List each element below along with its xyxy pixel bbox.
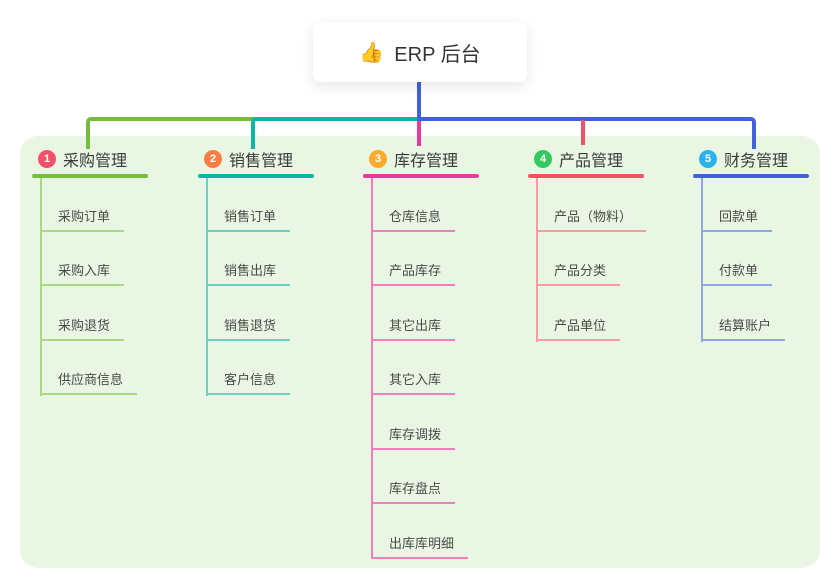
root-connector-line <box>417 80 421 121</box>
branch-title[interactable]: 2 销售管理 <box>204 147 293 171</box>
node-item[interactable]: 客户信息 <box>206 367 291 395</box>
branch-inventory: 3 库存管理 仓库信息 产品库存 其它出库 其它入库 库存调拨 库存盘点 出库库… <box>363 136 528 568</box>
branch-tree-line <box>371 178 373 559</box>
branch-number-badge: 2 <box>204 150 222 168</box>
node-item[interactable]: 采购入库 <box>40 258 125 286</box>
branch-underline <box>693 174 809 178</box>
branch-title[interactable]: 3 库存管理 <box>369 147 458 171</box>
connector-branch5 <box>418 117 756 149</box>
node-item[interactable]: 出库库明细 <box>371 531 469 559</box>
node-item[interactable]: 采购退货 <box>40 313 125 341</box>
node-item[interactable]: 采购订单 <box>40 204 125 232</box>
node-item[interactable]: 仓库信息 <box>371 204 456 232</box>
branch-tree-line <box>40 178 42 396</box>
node-item[interactable]: 销售退货 <box>206 313 291 341</box>
node-item[interactable]: 付款单 <box>701 258 773 286</box>
branch-number-badge: 4 <box>534 150 552 168</box>
connector-branch3 <box>417 121 421 146</box>
branch-underline <box>363 174 479 178</box>
node-item[interactable]: 回款单 <box>701 204 773 232</box>
branches-panel <box>20 136 820 568</box>
connector-branch2 <box>251 117 422 149</box>
node-item[interactable]: 结算账户 <box>701 313 786 341</box>
branch-tree-line <box>206 178 208 396</box>
branch-sales: 2 销售管理 销售订单 销售出库 销售退货 客户信息 <box>198 136 363 568</box>
branch-title[interactable]: 5 财务管理 <box>699 147 788 171</box>
root-title: ERP 后台 <box>394 43 481 66</box>
thumbs-up-icon: 👍 <box>359 41 385 64</box>
branch-title-label: 财务管理 <box>724 153 789 170</box>
node-item[interactable]: 供应商信息 <box>40 367 138 395</box>
node-item[interactable]: 其它出库 <box>371 313 456 341</box>
node-item[interactable]: 销售订单 <box>206 204 291 232</box>
branch-finance: 5 财务管理 回款单 付款单 结算账户 <box>693 136 839 568</box>
branch-underline <box>528 174 644 178</box>
node-item[interactable]: 库存盘点 <box>371 476 456 504</box>
branch-title-label: 库存管理 <box>394 153 459 170</box>
root-node[interactable]: 👍 ERP 后台 <box>313 22 527 82</box>
branch-tree-line <box>701 178 703 342</box>
connector-branch4 <box>581 120 585 145</box>
branch-number-badge: 3 <box>369 150 387 168</box>
node-item[interactable]: 销售出库 <box>206 258 291 286</box>
branch-underline <box>32 174 148 178</box>
branch-purchase: 1 采购管理 采购订单 采购入库 采购退货 供应商信息 <box>32 136 197 568</box>
node-item[interactable]: 产品（物料） <box>536 204 647 232</box>
branch-tree-line <box>536 178 538 342</box>
branch-underline <box>198 174 314 178</box>
branch-title-label: 采购管理 <box>63 153 128 170</box>
branch-number-badge: 5 <box>699 150 717 168</box>
branch-product: 4 产品管理 产品（物料） 产品分类 产品单位 <box>528 136 693 568</box>
node-item[interactable]: 库存调拨 <box>371 422 456 450</box>
branch-title[interactable]: 4 产品管理 <box>534 147 623 171</box>
connector-branch1 <box>86 117 257 149</box>
branch-number-badge: 1 <box>38 150 56 168</box>
node-item[interactable]: 产品单位 <box>536 313 621 341</box>
node-item[interactable]: 产品库存 <box>371 258 456 286</box>
branch-title-label: 销售管理 <box>229 153 294 170</box>
branch-title-label: 产品管理 <box>559 153 624 170</box>
node-item[interactable]: 其它入库 <box>371 367 456 395</box>
node-item[interactable]: 产品分类 <box>536 258 621 286</box>
branch-title[interactable]: 1 采购管理 <box>38 147 127 171</box>
